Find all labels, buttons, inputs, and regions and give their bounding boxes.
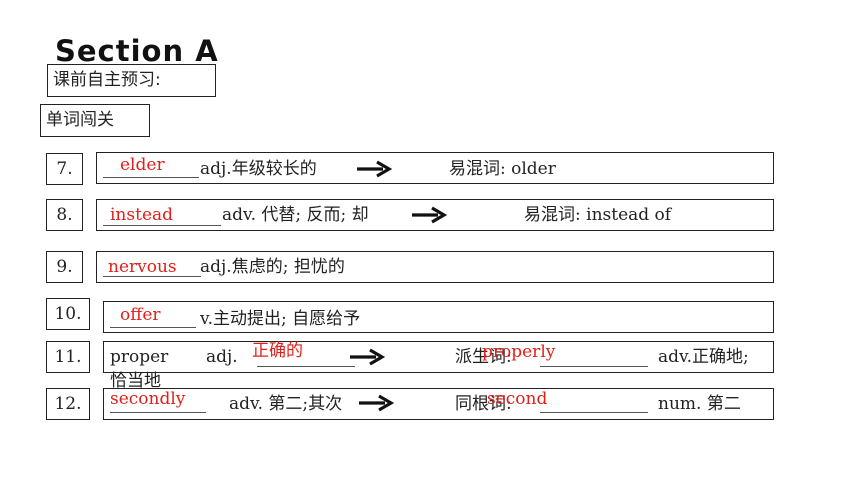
row-10-definition: v.主动提出; 自愿给予 [200,309,361,329]
section-title: Section A [55,34,219,68]
row-11-answer: 正确的 [252,341,303,361]
row-12-blank[interactable] [110,412,206,413]
row-8-related: 易混词: instead of [524,205,672,225]
row-12-related-blank[interactable] [540,412,648,413]
preview-label: 课前自主预习: [53,70,161,90]
row-9-answer: nervous [108,257,177,277]
row-7-arrow-icon [355,160,393,178]
row-9-number: 9. [46,251,83,283]
row-12-definition: adv. 第二;其次 [229,394,343,414]
row-11-pos: adj. [206,347,238,367]
row-11-arrow-icon [348,348,386,366]
row-11-related-answer: properly [482,342,556,362]
row-7-number: 7. [46,153,83,185]
row-9-blank[interactable] [103,276,201,277]
row-10-number: 10. [46,298,90,330]
row-11-related-definition: adv.正确地; [658,347,749,367]
row-9-definition: adj.焦虑的; 担忧的 [200,257,345,277]
row-12-number: 12. [46,388,90,420]
row-9-box [96,251,774,283]
row-8-definition: adv. 代替; 反而; 却 [222,205,369,225]
row-10-blank[interactable] [110,327,196,328]
vocab-label-box: 单词闯关 [40,104,150,137]
row-8-answer: instead [110,205,174,225]
row-12-related-answer: second [487,389,548,409]
row-8-blank[interactable] [103,225,221,226]
row-7-box [96,152,774,184]
row-10-answer: offer [120,305,161,325]
row-12-answer: secondly [110,389,186,409]
row-8-number: 8. [46,199,83,231]
row-11-blank[interactable] [257,366,355,367]
row-11-box [103,341,774,373]
row-12-related-definition: num. 第二 [658,394,741,414]
row-10-box [103,301,774,333]
row-11-word: proper [110,347,169,367]
row-11-number: 11. [46,341,90,373]
preview-label-box: 课前自主预习: [47,64,216,97]
row-7-answer: elder [120,155,165,175]
row-12-arrow-icon [357,394,395,412]
row-8-arrow-icon [410,206,448,224]
row-7-blank[interactable] [103,177,199,178]
row-12-related-label: 同根词: [455,394,512,414]
vocab-label: 单词闯关 [46,110,114,130]
row-11-related-blank[interactable] [540,366,648,367]
row-11-related-label: 派生词: [455,347,512,367]
row-11-continuation: 恰当地 [110,371,161,391]
row-7-related: 易混词: older [449,159,556,179]
row-7-definition: adj.年级较长的 [200,159,317,179]
row-12-box [103,388,774,420]
